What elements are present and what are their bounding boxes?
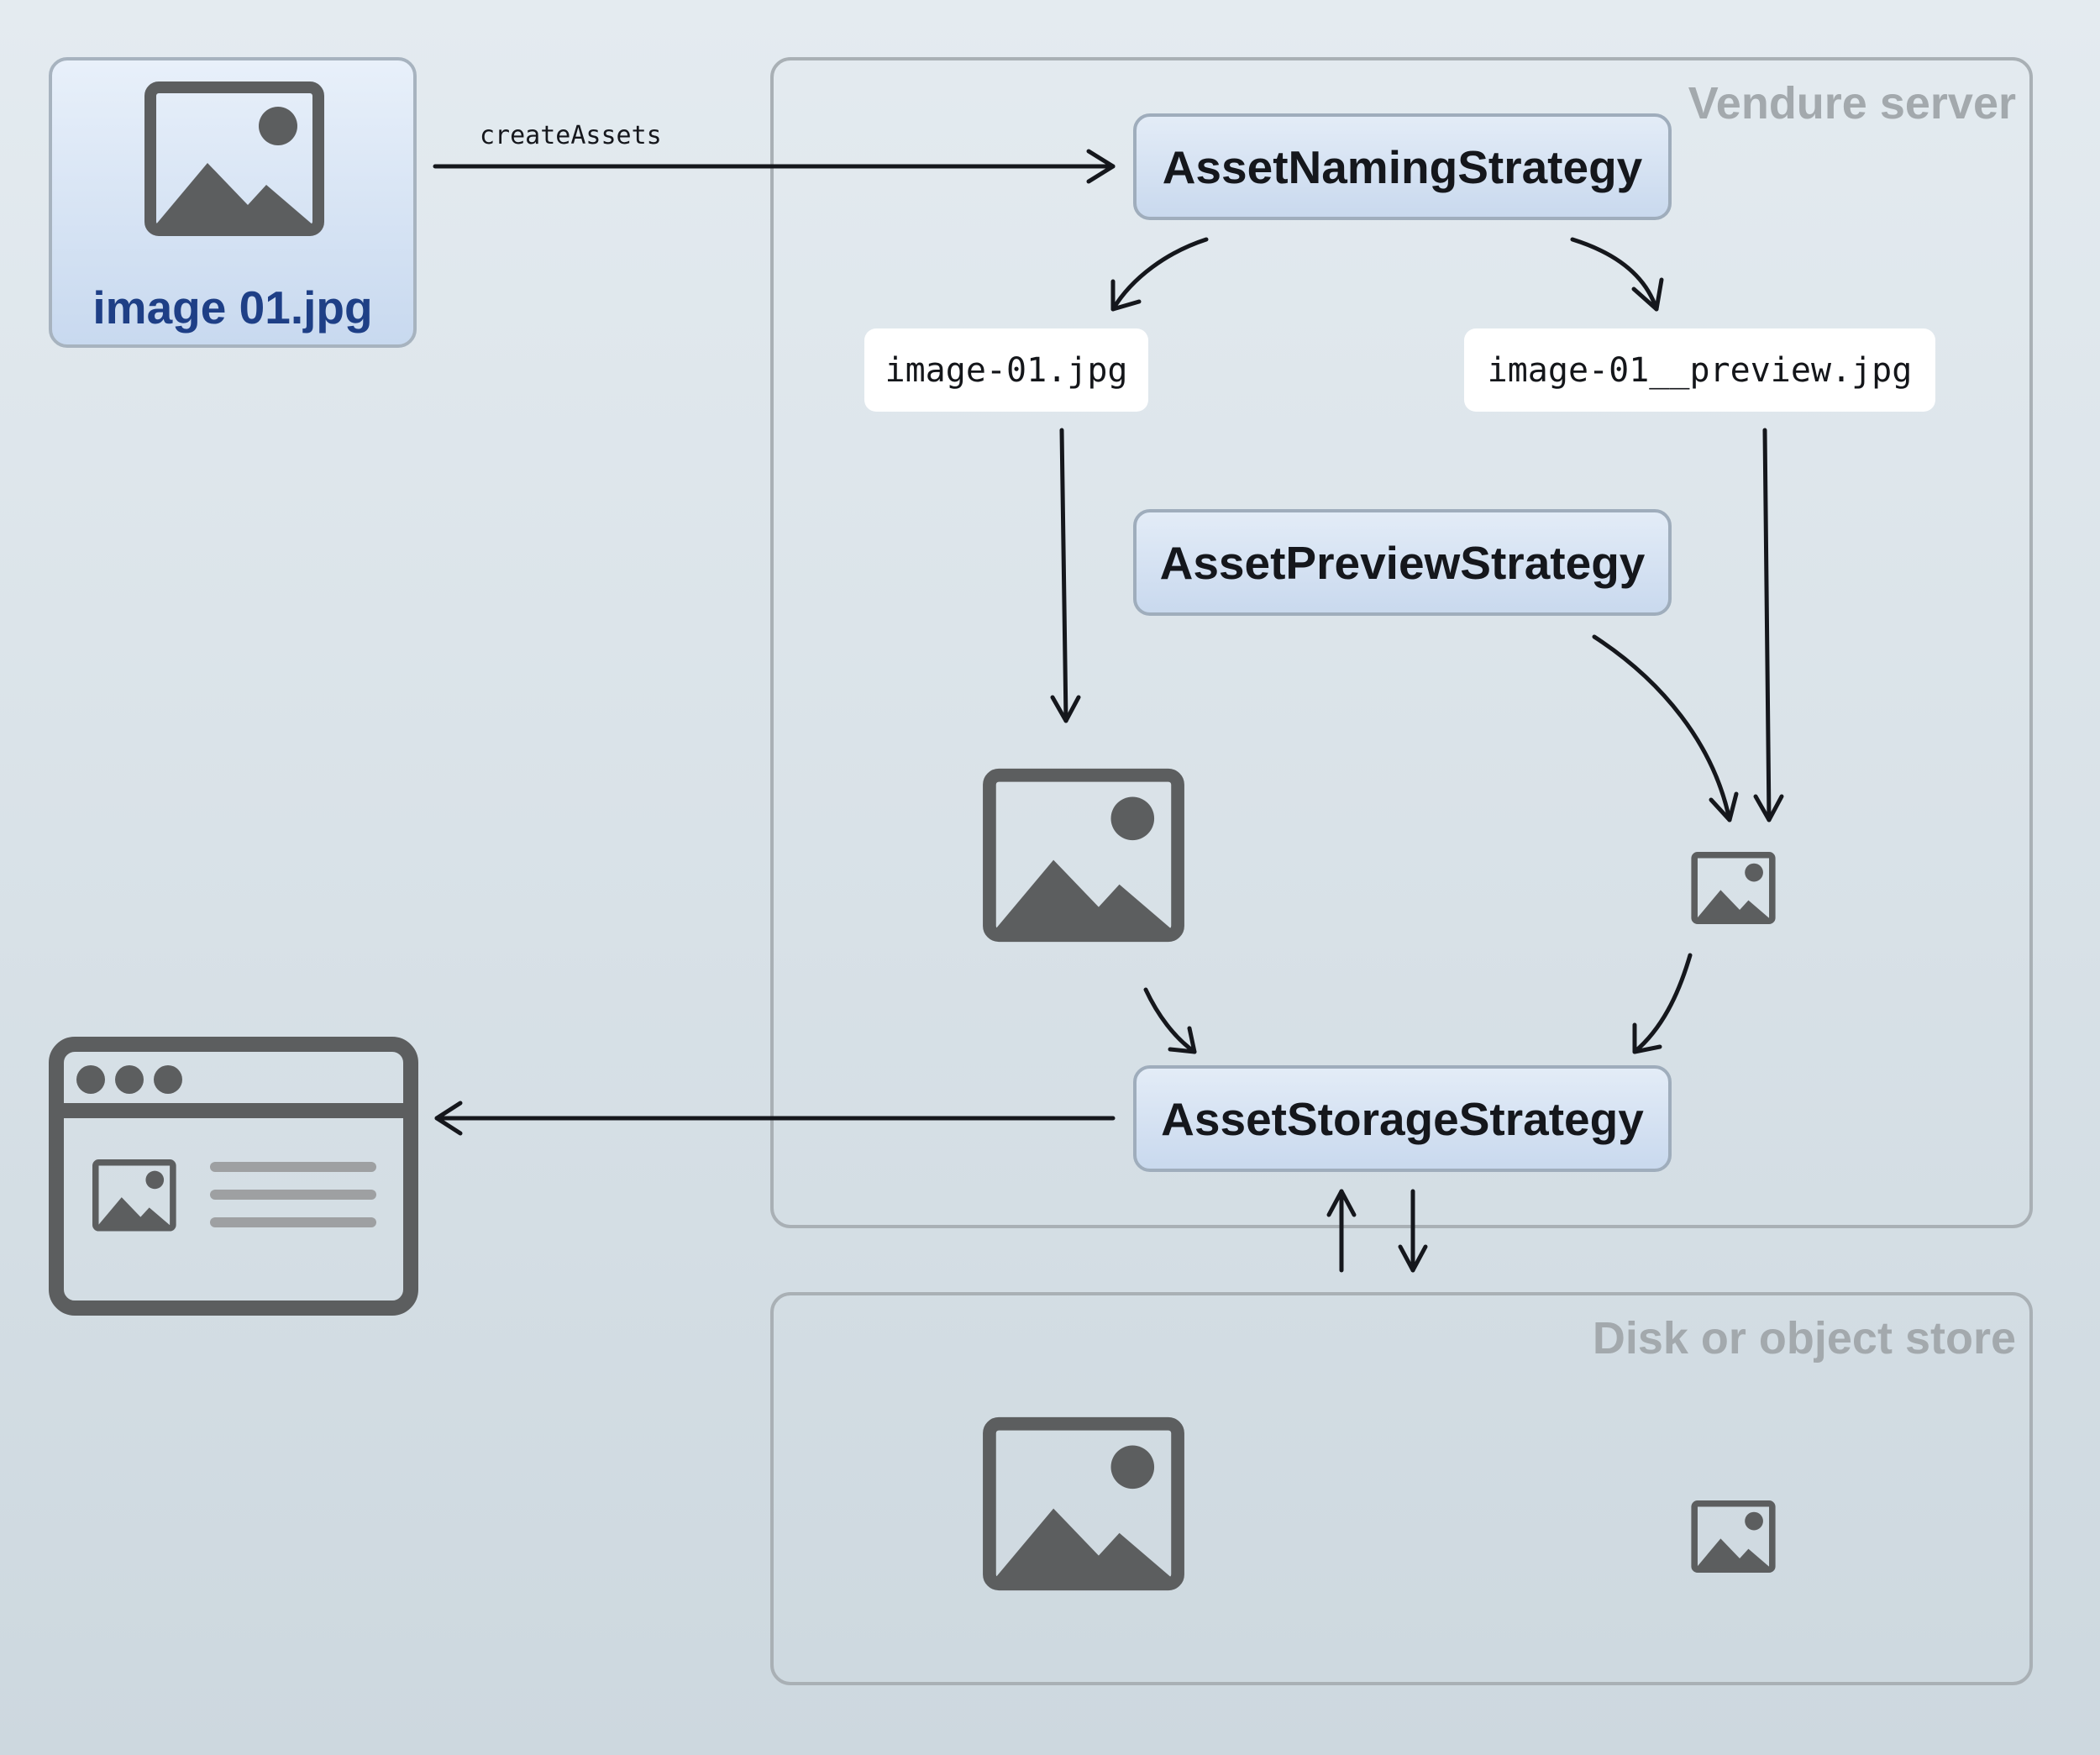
image-icon <box>144 81 324 236</box>
preview-strategy-to-image-arrow <box>1592 634 1739 822</box>
preview-image-to-storage-arrow <box>1632 953 1693 1054</box>
source-filename: image 01.jpg <box>92 281 373 334</box>
asset-preview-strategy: AssetPreviewStrategy <box>1133 509 1672 616</box>
asset-storage-strategy: AssetStorageStrategy <box>1133 1065 1672 1172</box>
preview-filename: image-01__preview.jpg <box>1464 328 1935 412</box>
storage-write-arrow <box>1326 1189 1357 1273</box>
preview-image-icon <box>1691 852 1776 924</box>
vendure-server-region: Vendure server <box>770 57 2033 1228</box>
source-image-card: image 01.jpg <box>49 57 417 348</box>
create-assets-label: createAssets <box>480 121 662 150</box>
original-filename-to-image-arrow <box>1050 428 1081 723</box>
original-filename: image-01.jpg <box>864 328 1148 412</box>
vendure-server-label: Vendure server <box>1688 78 2016 129</box>
object-store-region: Disk or object store <box>770 1292 2033 1685</box>
create-assets-arrow <box>433 149 1116 184</box>
original-image-to-storage-arrow <box>1143 987 1197 1054</box>
naming-to-preview-arrow <box>1570 237 1664 312</box>
asset-naming-strategy: AssetNamingStrategy <box>1133 113 1672 220</box>
storage-to-browser-arrow <box>434 1101 1116 1136</box>
preview-filename-to-image-arrow <box>1753 428 1784 822</box>
original-image-icon <box>983 768 1184 943</box>
object-store-label: Disk or object store <box>1592 1313 2016 1364</box>
naming-to-original-arrow <box>1110 237 1209 312</box>
storage-read-arrow <box>1398 1189 1428 1273</box>
stored-preview-image-icon <box>1691 1500 1776 1573</box>
browser-window-icon <box>49 1037 418 1316</box>
stored-original-image-icon <box>983 1416 1184 1591</box>
